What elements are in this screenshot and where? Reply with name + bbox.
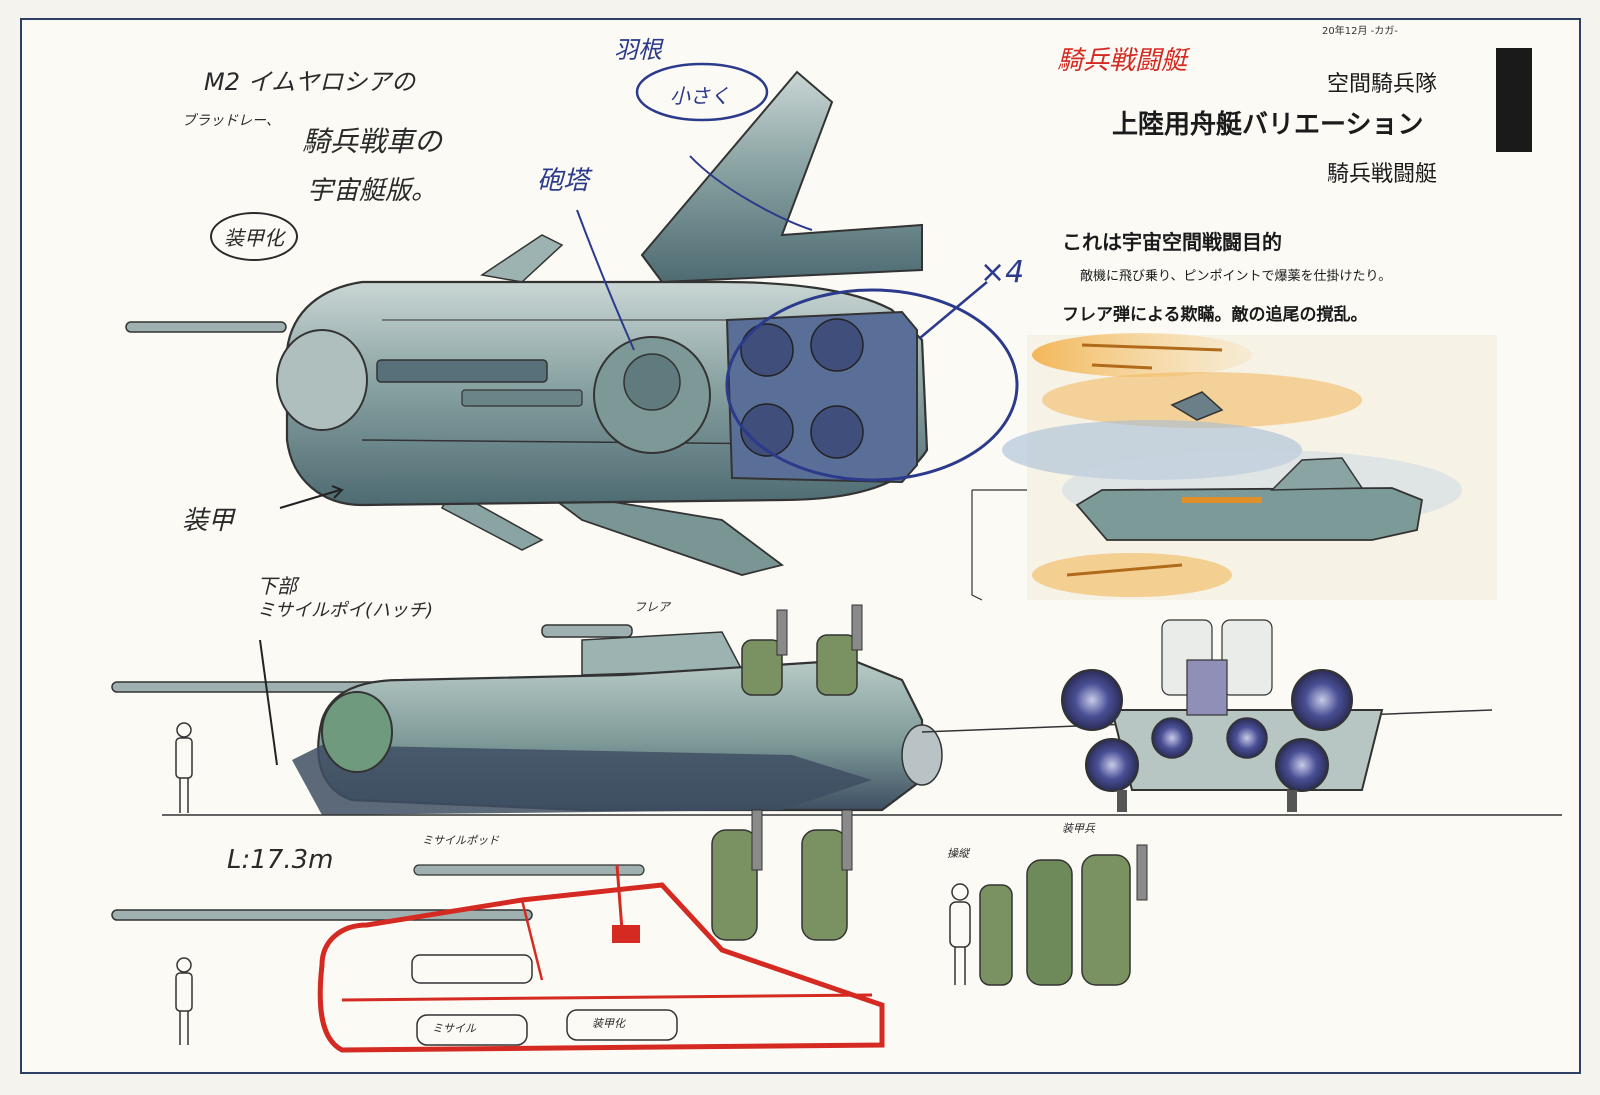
- missile-note-line-1: 下部: [257, 574, 297, 598]
- concept-note-line-3: 騎兵戦車の: [302, 125, 443, 158]
- armor-note: 装甲: [182, 506, 235, 536]
- pod-note-left: ミサイル: [432, 1022, 476, 1035]
- crew-note-a: 操縦: [947, 847, 969, 860]
- wing-circle-annotation: [635, 62, 769, 122]
- date-stamp: 20年12月 -カガ-: [1322, 26, 1398, 37]
- engine-ellipse-annotation: [725, 288, 1019, 482]
- side-mounted-troopers: [741, 604, 863, 696]
- red-handwritten-title: 騎兵戦闘艇: [1057, 46, 1188, 76]
- concept-note-line-1: M2 イムヤロシアの: [204, 68, 416, 96]
- flare-illustration: [971, 333, 1497, 601]
- rear-nozzle: [1275, 738, 1329, 792]
- concept-sheet: 20年12月 -カガ- 騎兵戦闘艇 空間騎兵隊 上陸用舟艇バリエーション 騎兵戦…: [20, 18, 1581, 1074]
- trooper-lineup: [711, 809, 1148, 986]
- trooper-figure: [801, 829, 848, 941]
- flare-scene-enemy: [1170, 391, 1224, 421]
- circled-note-armor: 装甲化: [210, 212, 298, 261]
- top-upper-wing: [640, 70, 923, 284]
- artwork-canvas: [111, 62, 1562, 1053]
- ship-side-view: [111, 604, 1562, 816]
- flare-note: フレア: [634, 600, 671, 614]
- concept-note-line-2: ブラッドレー、: [182, 113, 280, 129]
- rear-nozzle: [1085, 738, 1139, 792]
- person-silhouette-icon: [175, 957, 193, 1045]
- missile-pod-note: ミサイルポッド: [422, 834, 499, 847]
- wing-note-small: 小さく: [670, 84, 730, 108]
- title-black-bar: [1496, 48, 1532, 152]
- rear-nozzle: [1061, 669, 1123, 731]
- side-nose-gun: [111, 681, 383, 693]
- wing-note-label: 羽根: [614, 36, 662, 64]
- side-belly: [292, 745, 872, 815]
- notes-line-1: 敵機に飛び乗り、ピンポイントで爆薬を仕掛けたり。: [1080, 269, 1392, 284]
- trooper-figure: [711, 829, 758, 941]
- red-hull-outline: [317, 882, 885, 1053]
- rear-nozzle: [1151, 717, 1193, 759]
- page-title: 上陸用舟艇バリエーション: [1112, 110, 1424, 140]
- concept-note-line-4: 宇宙艇版。: [307, 176, 438, 206]
- ship-rear-view: [921, 619, 1493, 812]
- top-lower-wing: [541, 489, 785, 576]
- person-silhouette-icon: [175, 722, 193, 813]
- pod-note-right: 装甲化: [592, 1017, 625, 1030]
- trooper-figure: [949, 883, 971, 985]
- top-small-fin: [480, 234, 564, 283]
- page-subtitle: 騎兵戦闘艇: [1327, 162, 1438, 187]
- top-side-slot-2: [461, 389, 583, 407]
- flare-scene-ship: [1075, 487, 1424, 541]
- notes-heading: これは宇宙空間戦闘目的: [1062, 230, 1282, 254]
- trooper-figure: [1081, 854, 1131, 986]
- length-note: L:17.3m: [227, 845, 334, 875]
- times-four-note: ×4: [980, 255, 1025, 290]
- rear-nozzle: [1291, 669, 1353, 731]
- unit-label: 空間騎兵隊: [1327, 72, 1438, 97]
- trooper-figure: [1026, 859, 1073, 986]
- notes-line-2: フレア弾による欺瞞。敵の追尾の撹乱。: [1062, 305, 1368, 325]
- rear-nozzle: [1226, 717, 1268, 759]
- missile-note-line-2: ミサイルポイ(ハッチ): [257, 600, 434, 621]
- top-nose-gun: [125, 321, 287, 333]
- top-nose-pod: [276, 329, 368, 431]
- crew-note-b: 装甲兵: [1062, 822, 1095, 835]
- turret-note: 砲塔: [537, 166, 590, 196]
- trooper-figure: [979, 884, 1013, 986]
- top-side-slot: [376, 359, 548, 383]
- ship-red-sketch: [111, 864, 885, 1053]
- ship-top-view: [125, 62, 1019, 576]
